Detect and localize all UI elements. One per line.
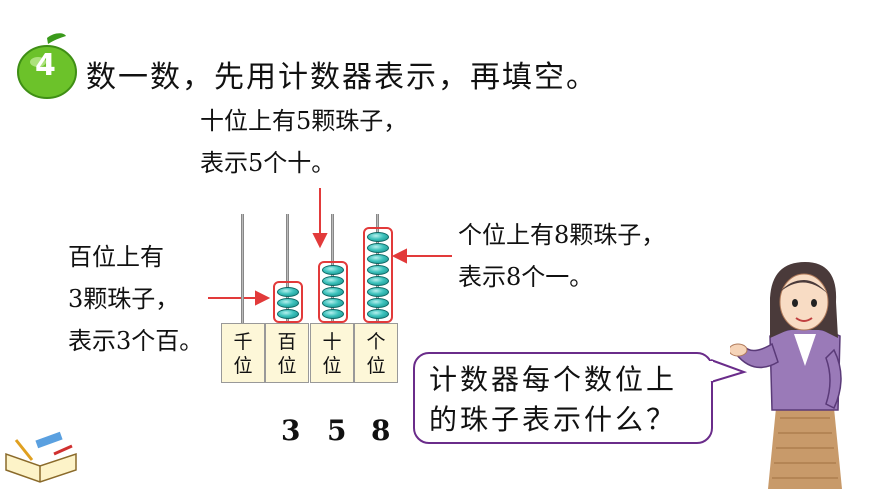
tens-annotation: 十位上有5颗珠子， 表示5个十。 bbox=[200, 100, 407, 184]
abacus-bead bbox=[277, 309, 299, 319]
abacus-bead bbox=[322, 287, 344, 297]
hundreds-highlight-box bbox=[273, 281, 303, 323]
ones-arrow-head bbox=[391, 248, 407, 264]
abacus-bead bbox=[367, 276, 389, 286]
apple-icon bbox=[17, 33, 77, 99]
abacus-bead bbox=[367, 309, 389, 319]
tens-annotation-line1: 十位上有5颗珠子， bbox=[200, 107, 408, 135]
abacus-bead bbox=[367, 243, 389, 253]
ones-annotation: 个位上有8颗珠子， 表示8个一。 bbox=[458, 214, 665, 298]
hundreds-annotation-line2: 3颗珠子， bbox=[68, 285, 180, 313]
speech-bubble-text: 计数器每个数位上 的珠子表示什么？ bbox=[429, 363, 678, 436]
speech-bubble: 计数器每个数位上 的珠子表示什么？ bbox=[413, 352, 713, 444]
abacus-label-thousands: 千 位 bbox=[221, 323, 265, 383]
ones-annotation-line2: 表示8个一。 bbox=[458, 263, 594, 291]
ones-highlight-box bbox=[363, 227, 393, 323]
section-number: 4 bbox=[35, 48, 56, 83]
abacus-bead bbox=[367, 287, 389, 297]
abacus-rod-thousands bbox=[241, 214, 244, 324]
book-stationery-icon bbox=[5, 431, 77, 483]
teacher-illustration bbox=[730, 262, 842, 489]
tens-annotation-line2: 表示5个十。 bbox=[200, 149, 336, 177]
abacus-label-hundreds: 百 位 bbox=[265, 323, 309, 383]
hundreds-arrow-head bbox=[255, 290, 271, 306]
tens-arrow-head bbox=[312, 233, 328, 249]
page-title: 数一数，先用计数器表示，再填空。 bbox=[86, 60, 598, 95]
abacus-bead bbox=[322, 298, 344, 308]
hundreds-annotation: 百位上有 3颗珠子， 表示3个百。 bbox=[68, 236, 203, 362]
abacus-bead bbox=[367, 254, 389, 264]
digit-tens: 5 bbox=[327, 414, 347, 447]
abacus-bead bbox=[322, 309, 344, 319]
abacus-bead bbox=[277, 298, 299, 308]
abacus-bead bbox=[367, 298, 389, 308]
abacus-bead bbox=[367, 265, 389, 275]
speech-bubble-tail bbox=[709, 359, 748, 383]
abacus-rod-hundreds bbox=[286, 214, 289, 324]
hundreds-annotation-line1: 百位上有 bbox=[68, 243, 164, 271]
abacus-bead bbox=[322, 276, 344, 286]
hundreds-annotation-line3: 表示3个百。 bbox=[68, 327, 204, 355]
abacus-bead bbox=[322, 265, 344, 275]
tens-highlight-box bbox=[318, 261, 348, 323]
apple-number-badge: 4 bbox=[14, 30, 80, 100]
abacus-bead bbox=[367, 232, 389, 242]
digit-hundreds: 3 bbox=[281, 414, 301, 447]
abacus-bead bbox=[277, 287, 299, 297]
ones-annotation-line1: 个位上有8颗珠子， bbox=[458, 221, 666, 249]
abacus-label-tens: 十 位 bbox=[310, 323, 354, 383]
digit-ones: 8 bbox=[371, 414, 391, 447]
abacus-label-ones: 个 位 bbox=[354, 323, 398, 383]
